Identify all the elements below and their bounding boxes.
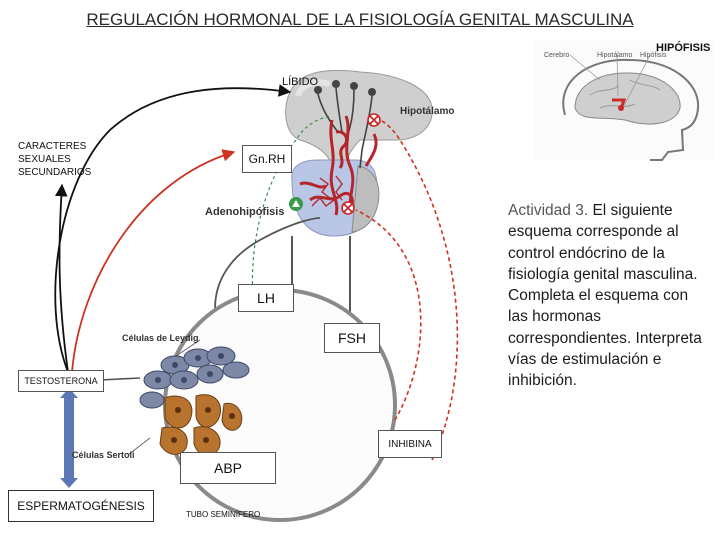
label-cerebro: Cerebro	[544, 52, 570, 59]
abp-label: ABP	[213, 460, 242, 476]
seminiferous-cells	[139, 346, 250, 457]
label-celulas-leydig: Células de Leydig	[122, 333, 199, 343]
gnrh-label: Gn.RH	[248, 152, 286, 166]
espermatogenesis-label: ESPERMATOGÉNESIS	[17, 499, 145, 513]
box-espermatogenesis: ESPERMATOGÉNESIS	[8, 490, 154, 522]
label-hipotalamo-small: Hipotálamo	[597, 52, 633, 59]
label-hipotalamo: Hipotálamo	[400, 106, 455, 117]
box-lh: LH	[238, 284, 294, 312]
label-hipofisis-small: Hipófisis	[640, 52, 667, 59]
label-caracteres-sexuales-secundarios: CARACTERES SEXUALES SECUNDARIOS	[18, 140, 91, 179]
label-tubo-seminifero: TUBO SEMINÍFERO	[186, 510, 261, 519]
activity-text: Actividad 3. El siguiente esquema corres…	[508, 200, 708, 392]
brain-inset	[535, 40, 715, 161]
label-sexuales: SEXUALES	[18, 154, 71, 165]
label-secundarios: SECUNDARIOS	[18, 167, 92, 178]
label-caracteres: CARACTERES	[18, 141, 87, 152]
box-testosterona: TESTOSTERONA	[18, 370, 104, 392]
page-title: REGULACIÓN HORMONAL DE LA FISIOLOGÍA GEN…	[86, 10, 634, 29]
spermatogenesis-arrow	[60, 388, 78, 488]
activity-body: El siguiente esquema corresponde al cont…	[508, 202, 702, 390]
label-celulas-sertoli: Células Sertoli	[72, 450, 135, 460]
hypothalamus-pituitary	[285, 69, 433, 237]
box-gnrh: Gn.RH	[242, 145, 292, 173]
box-inhibina: INHIBINA	[378, 430, 442, 458]
label-adenohipofisis: Adenohipófisis	[205, 206, 285, 218]
inhibina-label: INHIBINA	[388, 438, 432, 450]
activity-prefix: Actividad 3.	[508, 202, 589, 219]
fsh-label: FSH	[338, 330, 366, 346]
lh-label: LH	[257, 290, 275, 306]
box-fsh: FSH	[324, 323, 380, 353]
label-libido: LÍBIDO	[282, 76, 319, 88]
box-abp: ABP	[180, 452, 276, 484]
testosterona-label: TESTOSTERONA	[24, 376, 98, 386]
label-hipofisis: HIPÓFISIS	[656, 42, 711, 54]
